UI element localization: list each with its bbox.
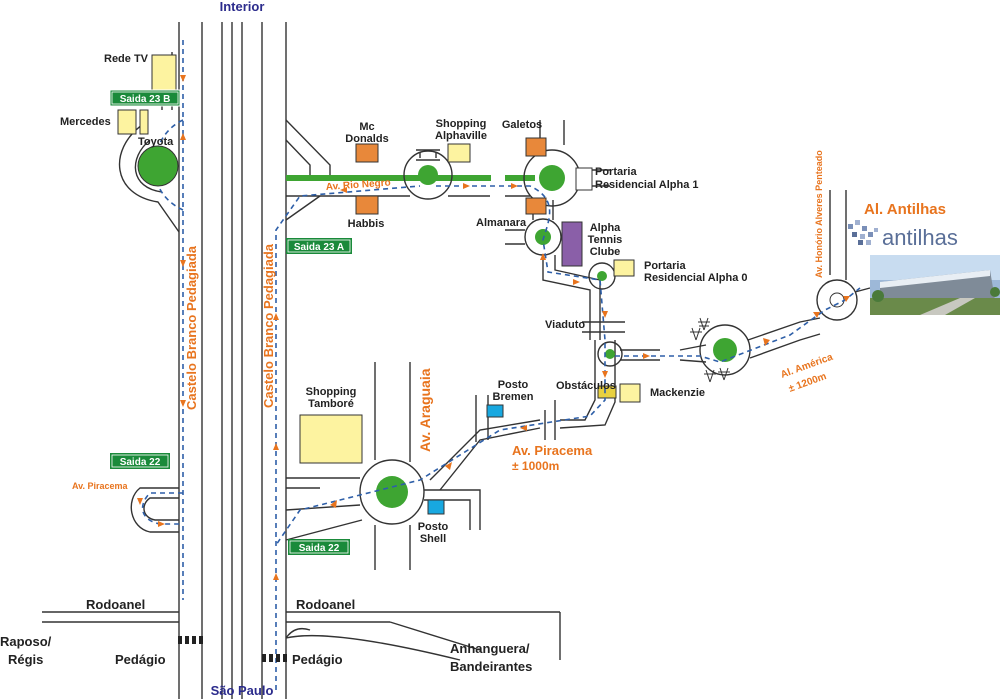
mackenzie-label: Mackenzie bbox=[650, 387, 705, 399]
shopping-tambore-label-2: Tamboré bbox=[308, 398, 354, 410]
alpha-tennis-label-2: Tennis bbox=[588, 234, 623, 246]
alpha-tennis-label-1: Alpha bbox=[590, 222, 621, 234]
rodoanel-right-label: Rodoanel bbox=[296, 597, 355, 612]
anhanguera-label-1: Anhanguera/ bbox=[450, 641, 530, 656]
portaria-alpha1-label-2: Residencial Alpha 1 bbox=[595, 179, 699, 191]
obstaculos-label: Obstáculos bbox=[556, 380, 616, 392]
araguaia-label: Av. Araguaia bbox=[417, 368, 433, 452]
highway-label-east: Castelo Branco Pedagiada bbox=[261, 243, 276, 408]
antilhas-street-label: Al. Antilhas bbox=[864, 201, 946, 218]
highway-label-west: Castelo Branco Pedagiada bbox=[184, 245, 199, 410]
shopping-alphaville-label-1: Shopping bbox=[436, 118, 487, 130]
toyota-roundabout bbox=[137, 145, 179, 187]
antilhas-logo-mark-icon bbox=[848, 220, 878, 245]
suggested-route bbox=[141, 40, 861, 690]
direction-south-label: São Paulo bbox=[211, 683, 274, 698]
route-arrows bbox=[137, 75, 850, 580]
antilhas-brand-text: antilhas bbox=[882, 225, 958, 250]
posto-shell-label-2: Shell bbox=[420, 533, 446, 545]
posto-bremen-building bbox=[486, 404, 504, 418]
piracema-distance: ± 1000m bbox=[512, 459, 559, 473]
piracema-left-label: Av. Piracema bbox=[72, 481, 129, 491]
toll-booth-left bbox=[178, 636, 203, 644]
exit-sign-22-west: Saida 22 bbox=[110, 453, 170, 469]
mc-donalds-label-2: Donalds bbox=[345, 133, 388, 145]
posto-shell-building bbox=[427, 499, 445, 515]
posto-bremen-label-2: Bremen bbox=[493, 391, 534, 403]
pedagio-right-label: Pedágio bbox=[292, 652, 343, 667]
piracema-label: Av. Piracema bbox=[512, 443, 593, 458]
direction-north-label: Interior bbox=[220, 0, 265, 14]
raposo-label-1: Raposo/ bbox=[0, 634, 52, 649]
power-tower-icon bbox=[690, 317, 730, 383]
mc-donalds-label-1: Mc bbox=[359, 121, 374, 133]
portaria-alpha0-label-1: Portaria bbox=[644, 260, 686, 272]
mercedes-building bbox=[117, 109, 137, 135]
pedagio-left-label: Pedágio bbox=[115, 652, 166, 667]
alpha-tennis-label-3: Clube bbox=[590, 246, 621, 258]
portaria-alpha1-label-1: Portaria bbox=[595, 166, 637, 178]
rio-negro-median bbox=[286, 175, 491, 181]
svg-text:Saida 22: Saida 22 bbox=[120, 457, 161, 468]
exit-sign-23b: Saida 23 B bbox=[109, 89, 181, 107]
portaria-alpha0-label-2: Residencial Alpha 0 bbox=[644, 272, 748, 284]
raposo-label-2: Régis bbox=[8, 652, 43, 667]
exit-sign-22-east: Saida 22 bbox=[288, 539, 350, 555]
rede-tv-label: Rede TV bbox=[104, 53, 149, 65]
obstacle-marker bbox=[597, 385, 617, 399]
anhanguera-label-2: Bandeirantes bbox=[450, 659, 532, 674]
almanara-label: Almanara bbox=[476, 217, 527, 229]
mc-donalds-building bbox=[355, 143, 379, 163]
shopping-tambore-building bbox=[299, 414, 363, 464]
galetos-label: Galetos bbox=[502, 119, 542, 131]
almanara-building bbox=[525, 197, 547, 215]
galetos-building bbox=[525, 137, 547, 157]
habbis-building bbox=[355, 195, 379, 215]
habbis-label: Habbis bbox=[348, 218, 385, 230]
rede-tv-building bbox=[151, 54, 177, 94]
antilhas-logo: antilhas bbox=[848, 220, 958, 250]
svg-text:Saida 22: Saida 22 bbox=[299, 543, 340, 554]
mercedes-label: Mercedes bbox=[60, 116, 111, 128]
shopping-alphaville-label-2: Alphaville bbox=[435, 130, 487, 142]
shopping-tambore-label-1: Shopping bbox=[306, 386, 357, 398]
mackenzie-building bbox=[619, 383, 641, 403]
posto-bremen-label-1: Posto bbox=[498, 379, 529, 391]
exit-sign-23a: Saida 23 A bbox=[286, 238, 352, 254]
portaria-alpha0 bbox=[613, 259, 635, 277]
rodoanel-left-label: Rodoanel bbox=[86, 597, 145, 612]
svg-text:Saida 23 A: Saida 23 A bbox=[294, 242, 344, 253]
alpha-tennis-building bbox=[561, 221, 583, 267]
honorio-label: Av. Honório Alveres Penteado bbox=[814, 150, 824, 278]
toll-booth-right bbox=[262, 654, 287, 662]
castelo-branco-highway bbox=[178, 22, 287, 699]
toyota-label: Toyota bbox=[138, 136, 174, 148]
svg-text:Saida 23 B: Saida 23 B bbox=[120, 94, 171, 105]
rio-negro-label: Av. Rio Negro bbox=[325, 177, 391, 193]
posto-shell-label-1: Posto bbox=[418, 521, 449, 533]
shopping-alphaville-building bbox=[447, 143, 471, 163]
building-photo bbox=[870, 255, 1000, 315]
rodoanel-road bbox=[42, 611, 561, 661]
viaduto-label: Viaduto bbox=[545, 319, 585, 331]
portaria-alpha1 bbox=[575, 167, 593, 191]
